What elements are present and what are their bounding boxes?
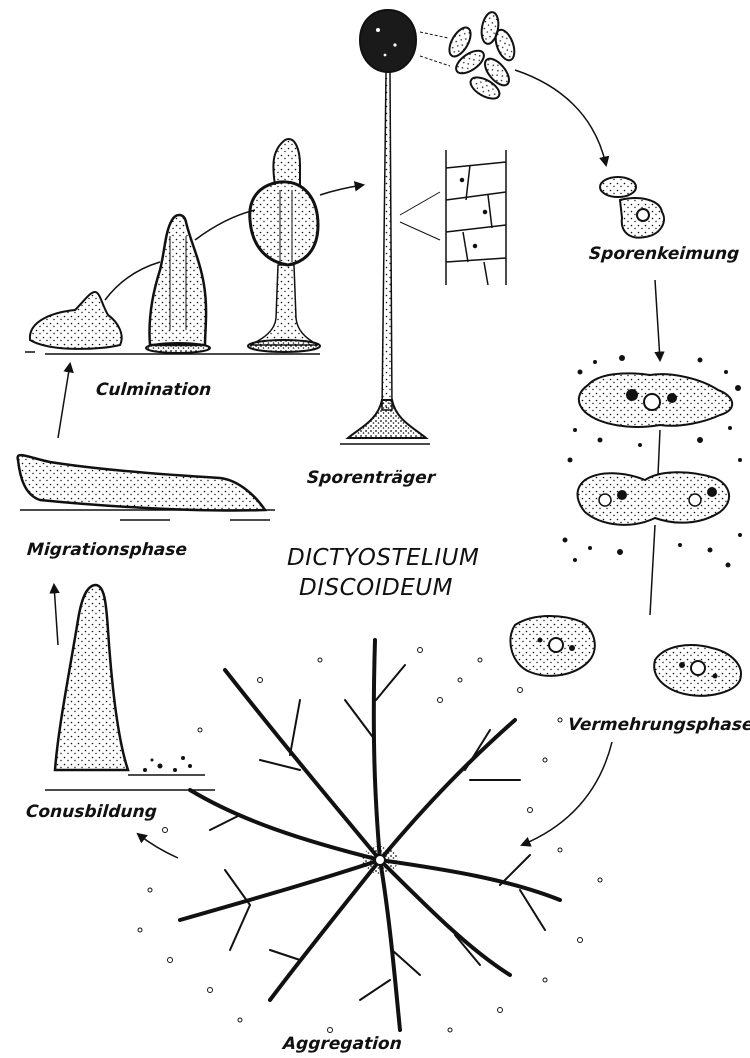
label-migrationsphase: Migrationsphase [26,540,187,560]
label-vermehrungsphase: Vermehrungsphase [567,715,750,735]
conus [45,585,215,790]
culmination-late [248,139,320,352]
diagram-title-line1: DICTYOSTELIUM [287,545,479,571]
label-sporenkeimung: Sporenkeimung [588,244,740,264]
label-conusbildung: Conusbildung [25,802,157,822]
stalk-cells [446,150,506,285]
germinating-spore [600,177,664,238]
migrating-slug [18,455,275,520]
fruiting-body [340,10,430,444]
label-sporentraeger: Sporenträger [306,468,436,488]
aggregation-centre [375,855,385,865]
diagram-title-line2: DISCOIDEUM [299,575,453,601]
amoeba-dividing [578,373,733,524]
culmination-mound [30,292,122,349]
amoeba-single-left [510,616,594,676]
amoeba-single-right [654,645,741,696]
label-aggregation: Aggregation [282,1034,402,1054]
label-culmination: Culmination [95,380,212,400]
aggregation-streams [180,640,560,1030]
spores [445,11,518,103]
